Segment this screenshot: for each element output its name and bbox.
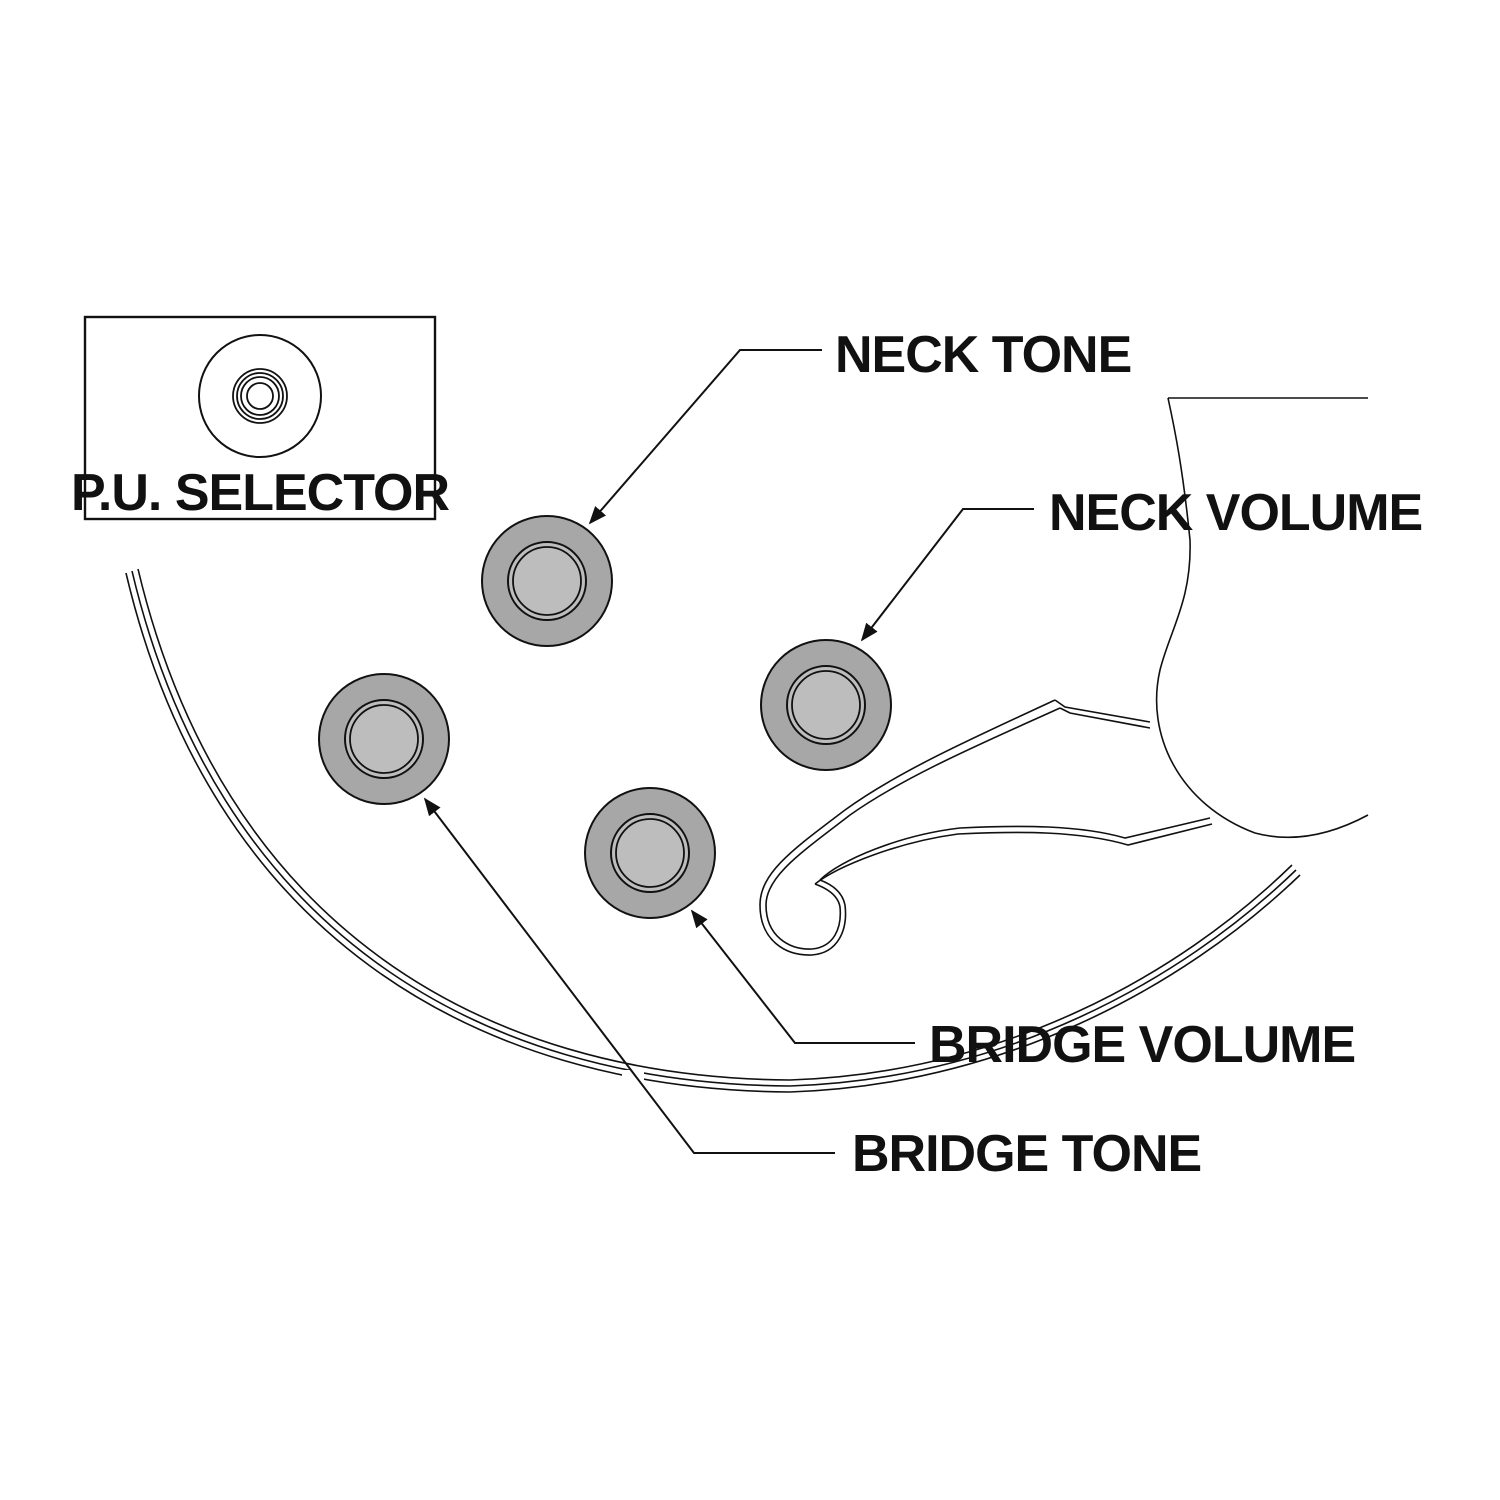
neck-tone-knob[interactable] [481,515,613,647]
bridge-volume-leader [690,909,915,1044]
selector-panel: P.U. SELECTOR [71,315,450,522]
bridge-volume-knob[interactable] [584,787,716,919]
bridge-tone-label: BRIDGE TONE [852,1125,1201,1183]
tailpiece-outline [1155,397,1369,839]
neck-volume-leader [860,508,1034,642]
body-outline [125,568,1301,1096]
f-hole-outline [759,699,1213,956]
neck-volume-label: NECK VOLUME [1049,484,1422,542]
bridge-tone-leader [423,797,835,1154]
bridge-tone-knob[interactable] [318,673,450,805]
selector-switch-icon[interactable] [198,334,322,458]
neck-tone-leader [588,349,822,525]
neck-volume-knob[interactable] [760,639,892,771]
selector-label: P.U. SELECTOR [71,464,450,522]
bridge-volume-label: BRIDGE VOLUME [929,1016,1355,1074]
neck-tone-label: NECK TONE [835,326,1131,384]
